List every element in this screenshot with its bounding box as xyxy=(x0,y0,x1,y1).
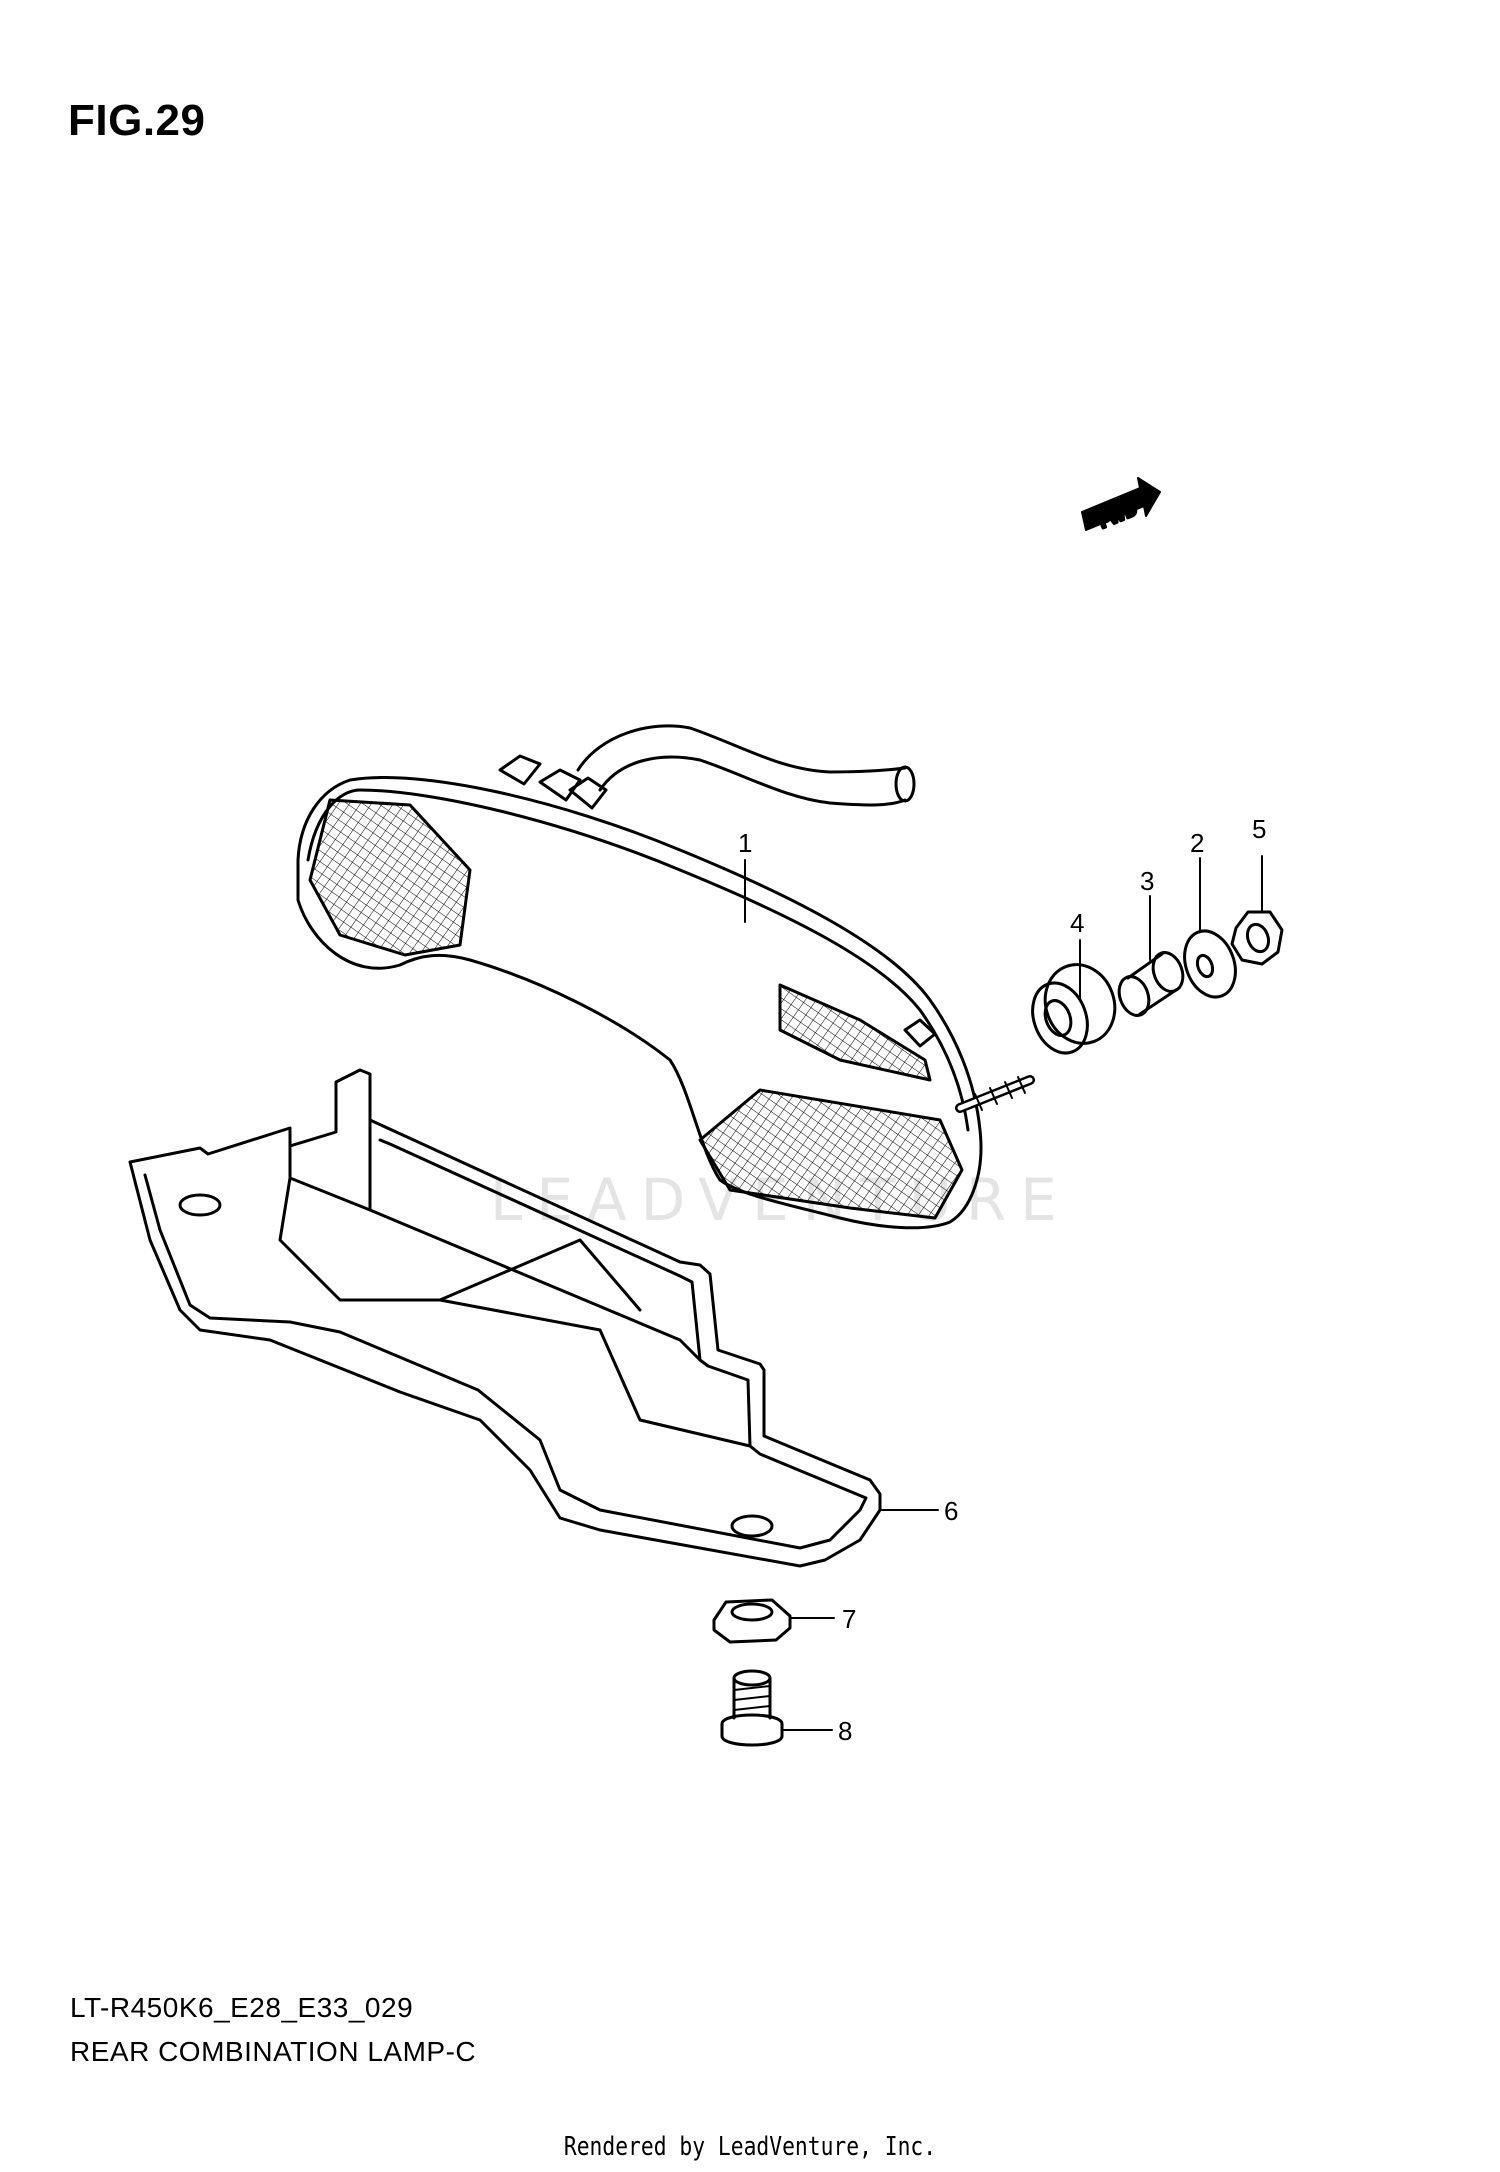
callout-1: 1 xyxy=(738,828,752,858)
callout-2: 2 xyxy=(1190,828,1204,858)
callout-4: 4 xyxy=(1070,908,1084,938)
callout-6: 6 xyxy=(944,1496,958,1526)
lamp-bracket xyxy=(128,1068,939,1568)
nut xyxy=(1230,855,1284,966)
callout-8: 8 xyxy=(838,1716,852,1746)
diagram-code: LT-R450K6_E28_E33_029 xyxy=(70,1992,414,2023)
rear-combination-lamp xyxy=(296,724,1035,1230)
callout-7: 7 xyxy=(842,1604,856,1634)
callout-3: 3 xyxy=(1140,866,1154,896)
diagram-name: REAR COMBINATION LAMP-C xyxy=(70,2036,477,2067)
fwd-arrow-icon: FWD xyxy=(1081,477,1161,534)
collar xyxy=(1117,895,1185,1017)
washer xyxy=(1183,857,1237,999)
rendered-by-credit: Rendered by LeadVenture, Inc. xyxy=(563,2132,937,2162)
callout-5: 5 xyxy=(1252,814,1266,844)
bracket-nut xyxy=(712,1598,835,1644)
grommet xyxy=(1031,939,1117,1055)
screw xyxy=(720,1669,833,1747)
figure-title: FIG.29 xyxy=(68,96,206,145)
